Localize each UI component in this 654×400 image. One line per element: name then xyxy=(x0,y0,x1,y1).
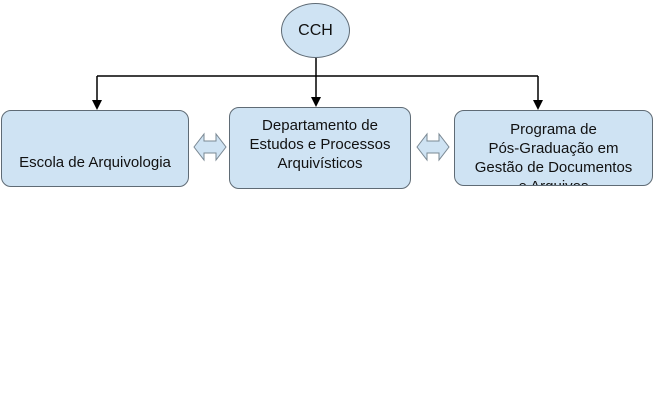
node-programa-line-1: Programa de xyxy=(510,121,597,138)
node-programa-line-3: Gestão de Documentos xyxy=(474,159,633,176)
node-departamento-line-3: Arquivísticos xyxy=(277,154,363,172)
node-escola-label: Escola de Arquivologia xyxy=(19,154,171,171)
node-cch: CCH xyxy=(281,3,350,58)
node-departamento: Departamento de Estudos e Processos Arqu… xyxy=(229,107,411,189)
node-programa-line-2: Pós-Graduação em xyxy=(488,140,619,157)
double-arrow-escola-departamento xyxy=(193,132,227,162)
node-departamento-line-1: Departamento de xyxy=(262,116,378,134)
node-departamento-line-2: Estudos e Processos xyxy=(249,135,391,153)
double-arrow-departamento-programa xyxy=(416,132,450,162)
node-programa-pos-graduacao: Programa de Pós-Graduação em Gestão de D… xyxy=(454,110,653,186)
node-cch-label: CCH xyxy=(298,22,333,39)
node-escola-de-arquivologia: Escola de Arquivologia xyxy=(1,110,189,187)
node-programa-line-4: e Arquivos xyxy=(461,177,646,185)
